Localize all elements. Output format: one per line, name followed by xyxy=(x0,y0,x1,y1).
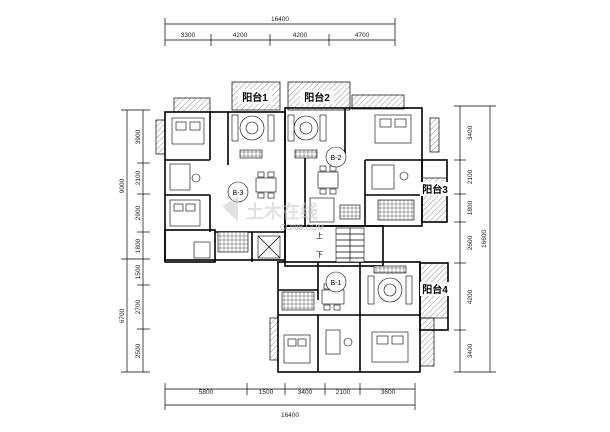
left-dim-5: 1500 xyxy=(135,264,142,279)
unit-label-b3: B-3 xyxy=(233,190,244,197)
left-dim-2: 2100 xyxy=(135,170,142,185)
right-dim-1: 3400 xyxy=(467,125,474,140)
left-dim-3: 2900 xyxy=(135,205,142,220)
unit-label-b1-group: B-1 xyxy=(325,271,347,293)
watermark-sub: COI88.COM xyxy=(280,223,324,232)
left-group-1: 9000 xyxy=(119,178,126,193)
balcony-1-label: 阳台1 xyxy=(242,91,268,104)
furniture-unit-b1 xyxy=(281,265,413,364)
stair-core xyxy=(335,227,365,263)
unit-label-b1: B-1 xyxy=(331,280,342,287)
left-dimensions: 3900 2100 2900 1800 1500 2700 2500 9000 … xyxy=(119,109,150,373)
unit-label-b2-group: B-2 xyxy=(325,146,347,168)
watermark-text: 土木在线 xyxy=(246,201,318,222)
balcony-4-label: 阳台4 xyxy=(422,283,448,296)
top-dim-total: 16400 xyxy=(271,16,289,23)
left-dim-6: 2700 xyxy=(135,299,142,314)
bottom-dim-1: 5800 xyxy=(199,389,214,396)
bottom-dim-4: 2100 xyxy=(336,389,351,396)
left-group-2: 6700 xyxy=(119,308,126,323)
stair-up-label: 上 xyxy=(316,231,323,240)
right-dim-6: 3400 xyxy=(467,343,474,358)
right-dim-3: 1800 xyxy=(467,200,474,215)
right-dim-5: 4200 xyxy=(467,289,474,304)
right-dim-2: 2100 xyxy=(467,169,474,184)
top-dimensions: 3300 4200 4200 4700 16400 xyxy=(164,16,396,46)
watermark: 土木在线 COI88.COM xyxy=(222,196,324,232)
balcony-2-label: 阳台2 xyxy=(304,91,330,104)
left-dim-1: 3900 xyxy=(135,129,142,144)
balcony-3-label: 阳台3 xyxy=(422,183,448,196)
furniture-unit-b2 xyxy=(287,114,415,223)
top-dim-2: 4200 xyxy=(233,32,248,39)
top-dim-1: 3300 xyxy=(181,32,196,39)
unit-label-b2: B-2 xyxy=(331,155,342,162)
right-dim-total: 16600 xyxy=(481,230,488,248)
bottom-dimensions: 5800 1500 3400 2100 3600 16400 xyxy=(164,383,416,419)
unit-label-b3-group: B-3 xyxy=(227,181,249,203)
left-dim-7: 2500 xyxy=(135,343,142,358)
bottom-dim-5: 3600 xyxy=(381,389,396,396)
right-dim-4: 2600 xyxy=(467,235,474,250)
left-dim-4: 1800 xyxy=(135,238,142,253)
furniture-unit-b3 xyxy=(169,114,281,259)
bottom-dim-total: 16400 xyxy=(281,412,299,419)
top-dim-4: 4700 xyxy=(355,32,370,39)
right-dimensions: 3400 2100 1800 2600 4200 3400 16600 xyxy=(454,105,496,373)
bottom-dim-2: 1500 xyxy=(259,389,274,396)
bottom-dim-3: 3400 xyxy=(298,389,313,396)
stair-down-label: 下 xyxy=(316,251,323,259)
top-dim-3: 4200 xyxy=(293,32,308,39)
